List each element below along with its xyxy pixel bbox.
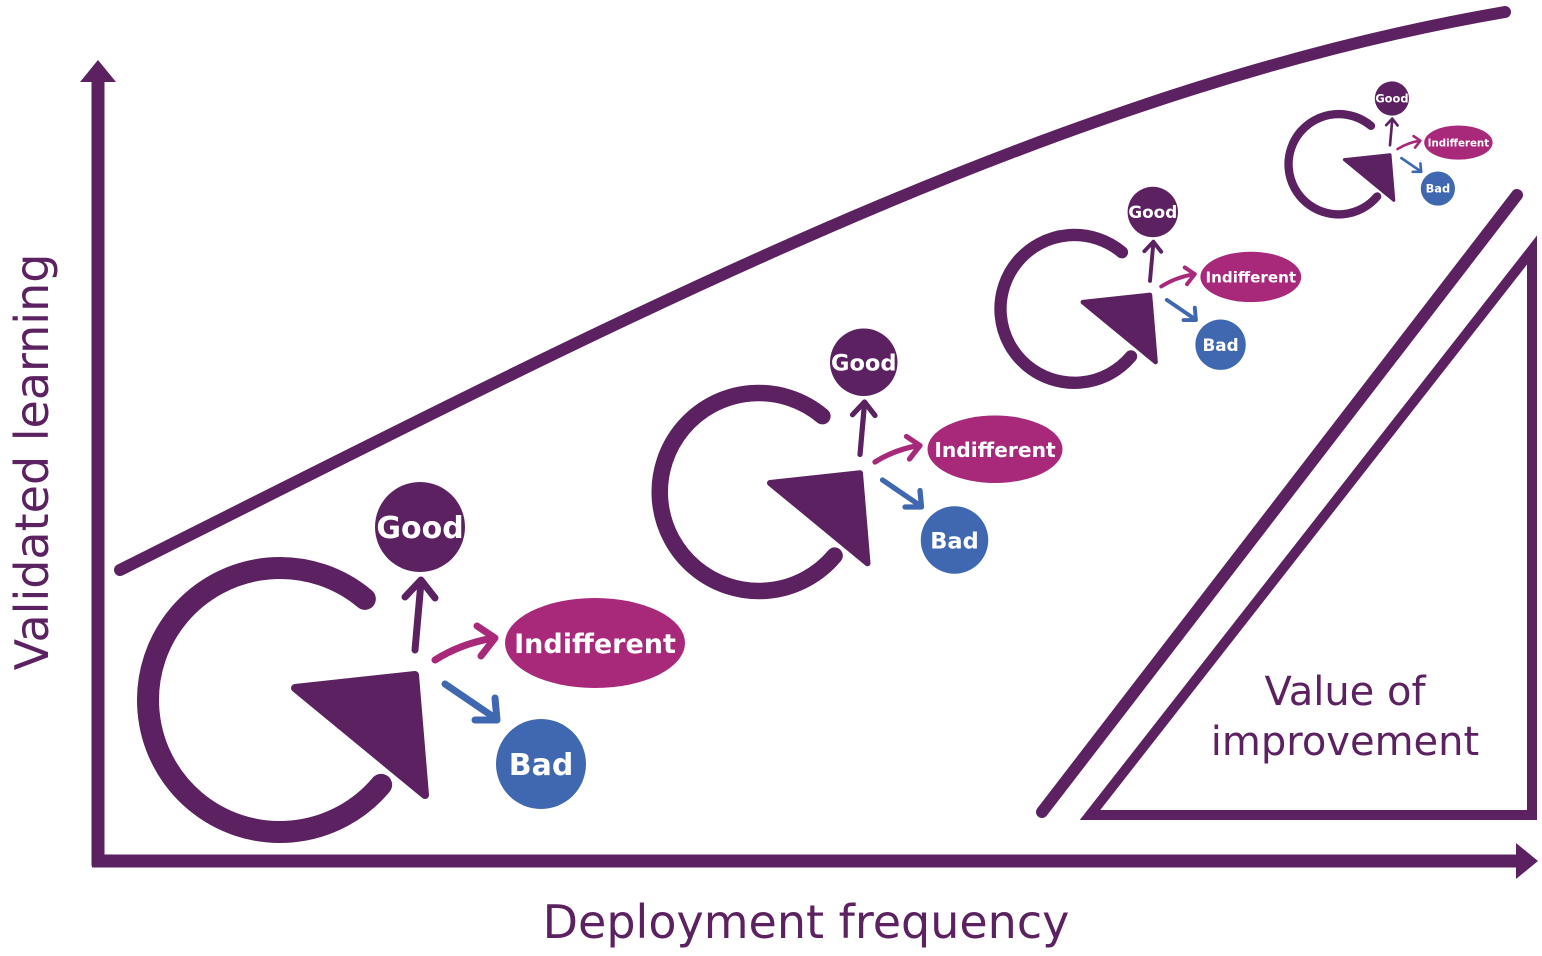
indifferent-node: Indifferent [1200,251,1302,303]
value-label-line1: Value of [1264,669,1426,715]
bad-label: Bad [1426,182,1451,196]
arrow-to-good-icon [1384,117,1399,147]
cycle-arrowhead [291,671,429,799]
good-circle [1374,81,1409,116]
arrow-to-indifferent-icon [1396,134,1422,151]
arrow-to-indifferent-icon [431,622,499,664]
cycle-arrowhead [1080,292,1158,365]
bad-node: Bad [1420,171,1455,206]
good-circle [1127,186,1178,238]
indifferent-label: Indifferent [1206,269,1297,287]
arrow-to-bad-icon [441,680,501,724]
good-label: Good [376,511,463,546]
bad-node: Bad [920,506,989,574]
value-triangle [1079,235,1537,820]
indifferent-ellipse [505,598,685,688]
y-axis [80,60,116,866]
indifferent-label: Indifferent [1428,137,1490,149]
x-axis [92,843,1538,879]
indifferent-node: Indifferent [1424,125,1493,160]
cycle-arc [651,384,843,600]
good-label: Good [1375,92,1408,106]
learning-curve [114,6,1511,576]
bad-circle [496,719,586,809]
indifferent-ellipse [927,415,1063,483]
good-node: Good [830,328,898,396]
indifferent-ellipse [1200,251,1302,303]
bad-node: Bad [496,719,586,809]
bad-label: Bad [1202,335,1238,355]
cycle-arc [1284,109,1382,219]
cycle-arc [994,228,1138,389]
indifferent-node: Indifferent [505,598,685,688]
y-axis-label: Validated learning [5,254,59,671]
bad-node: Bad [1195,319,1246,370]
arrow-to-bad-icon [879,477,925,510]
x-axis-label: Deployment frequency [543,895,1070,949]
indifferent-label: Indifferent [934,438,1056,462]
indifferent-node: Indifferent [927,415,1063,483]
bad-label: Bad [930,528,978,554]
arrow-to-indifferent-icon [1159,265,1197,289]
cycle-arrowhead [767,470,871,567]
cycles-group: GoodIndifferentBadGoodIndifferentBadGood… [137,81,1493,843]
bad-circle [1195,319,1246,370]
arrow-to-bad-icon [1400,156,1423,174]
bad-label: Bad [509,748,574,783]
good-node: Good [1374,81,1409,116]
good-node: Good [1127,186,1178,238]
arrow-to-good-icon [401,576,439,654]
indifferent-ellipse [1424,125,1493,160]
bad-circle [1420,171,1455,206]
cycle-arrowhead [1342,153,1396,202]
diagonal-separator [1036,189,1523,818]
y-axis-arrowhead [80,60,116,82]
good-label: Good [831,351,897,377]
value-label-line2: improvement [1211,719,1479,765]
cycle-arc [137,557,393,843]
x-axis-arrowhead [1516,843,1538,879]
arrow-to-good-icon [849,399,878,458]
good-node: Good [375,482,465,572]
good-circle [830,328,898,396]
indifferent-label: Indifferent [514,629,676,660]
good-label: Good [1128,202,1177,222]
good-circle [375,482,465,572]
arrow-to-good-icon [1142,239,1164,283]
arrow-to-bad-icon [1164,297,1198,323]
bad-circle [920,506,989,574]
arrow-to-indifferent-icon [872,433,923,465]
